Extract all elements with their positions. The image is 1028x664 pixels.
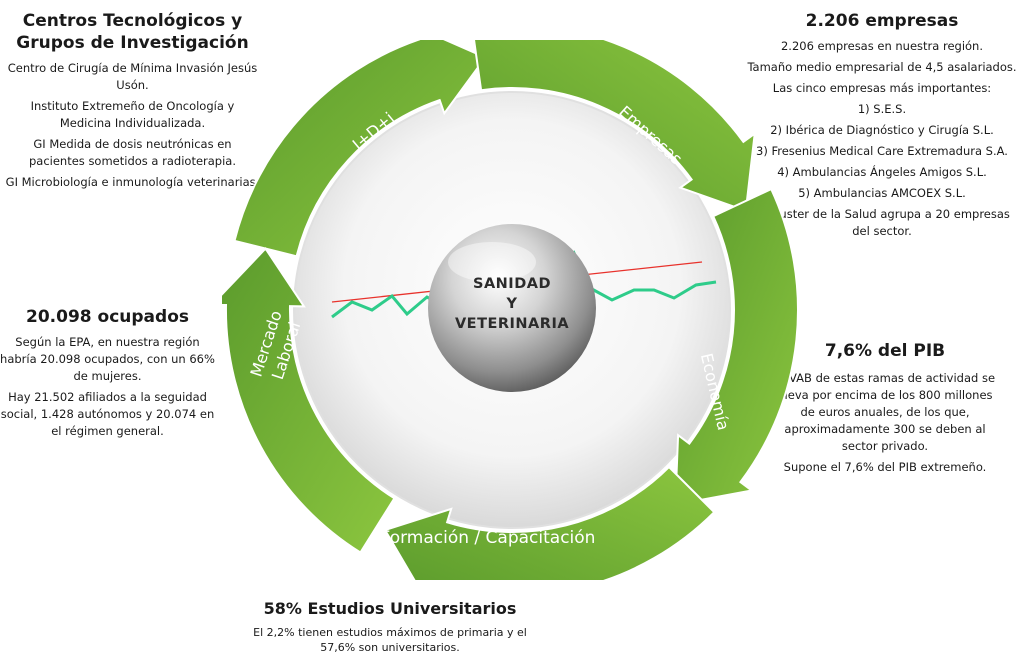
arrow-idi — [233, 40, 487, 258]
company-item: 4) Ambulancias Ángeles Amigos S.L. — [777, 165, 987, 179]
center-sphere — [428, 224, 596, 392]
research-centers-title-line1: Centros Tecnológicos y — [22, 11, 243, 31]
employment-title: 20.098 ocupados — [26, 307, 189, 327]
companies-title: 2.206 empresas — [805, 11, 959, 31]
arrow-empresas — [473, 40, 756, 213]
gdp-para: Supone el 7,6% del PIB extremeño. — [783, 460, 987, 474]
companies-line: Tamaño medio empresarial de 4,5 asalaria… — [747, 60, 1017, 74]
research-center-item: Centro de Cirugía de Mínima Invasión Jes… — [7, 61, 258, 92]
arrow-economia — [674, 187, 799, 506]
sphere-highlight — [448, 242, 536, 282]
center-label-line1: SANIDAD — [473, 276, 551, 292]
company-item: 5) Ambulancias AMCOEX S.L. — [798, 186, 966, 200]
gdp-block: 7,6% del PIB El VAB de estas ramas de ac… — [770, 340, 1000, 480]
company-item: 1) S.E.S. — [857, 102, 907, 116]
center-label-line3: VETERINARIA — [455, 316, 569, 332]
employment-block: 20.098 ocupados Según la EPA, en nuestra… — [0, 306, 215, 444]
company-item: 3) Fresenius Medical Care Extremadura S.… — [756, 144, 1008, 158]
employment-para: Hay 21.502 afiliados a la seguidad socia… — [0, 390, 215, 438]
cycle-arrows — [222, 40, 799, 580]
research-centers-title: Centros Tecnológicos y Grupos de Investi… — [5, 10, 260, 54]
companies-block: 2.206 empresas 2.206 empresas en nuestra… — [747, 10, 1017, 244]
segment-label-formacion: Formación / Capacitación — [381, 528, 596, 548]
education-block: 58% Estudios Universitarios El 2,2% tien… — [240, 598, 540, 659]
company-item: 2) Ibérica de Diagnóstico y Cirugía S.L. — [770, 123, 994, 137]
employment-para: Según la EPA, en nuestra región habría 2… — [0, 335, 215, 383]
education-para: El 2,2% tienen estudios máximos de prima… — [253, 626, 527, 654]
education-title: 58% Estudios Universitarios — [263, 599, 517, 618]
research-centers-title-line2: Grupos de Investigación — [16, 33, 249, 53]
cycle-diagram: SANIDAD Y VETERINARIA I+D+i Empresas Eco… — [222, 40, 799, 580]
companies-line: 2.206 empresas en nuestra región. — [780, 39, 984, 53]
research-centers-block: Centros Tecnológicos y Grupos de Investi… — [5, 10, 260, 195]
research-center-item: GI Medida de dosis neutrónicas en pacien… — [28, 137, 237, 168]
arrow-mercado — [222, 247, 396, 554]
companies-line: Las cinco empresas más importantes: — [772, 81, 992, 95]
research-center-item: GI Microbiología e inmunología veterinar… — [5, 175, 260, 189]
center-label-line2: Y — [506, 296, 518, 312]
research-center-item: Instituto Extremeño de Oncología y Medic… — [30, 99, 235, 130]
cluster-line: El Cluster de la Salud agrupa a 20 empre… — [754, 207, 1010, 238]
arrow-formacion — [383, 465, 716, 580]
gdp-para: El VAB de estas ramas de actividad se el… — [774, 371, 996, 453]
gdp-title: 7,6% del PIB — [824, 341, 946, 361]
